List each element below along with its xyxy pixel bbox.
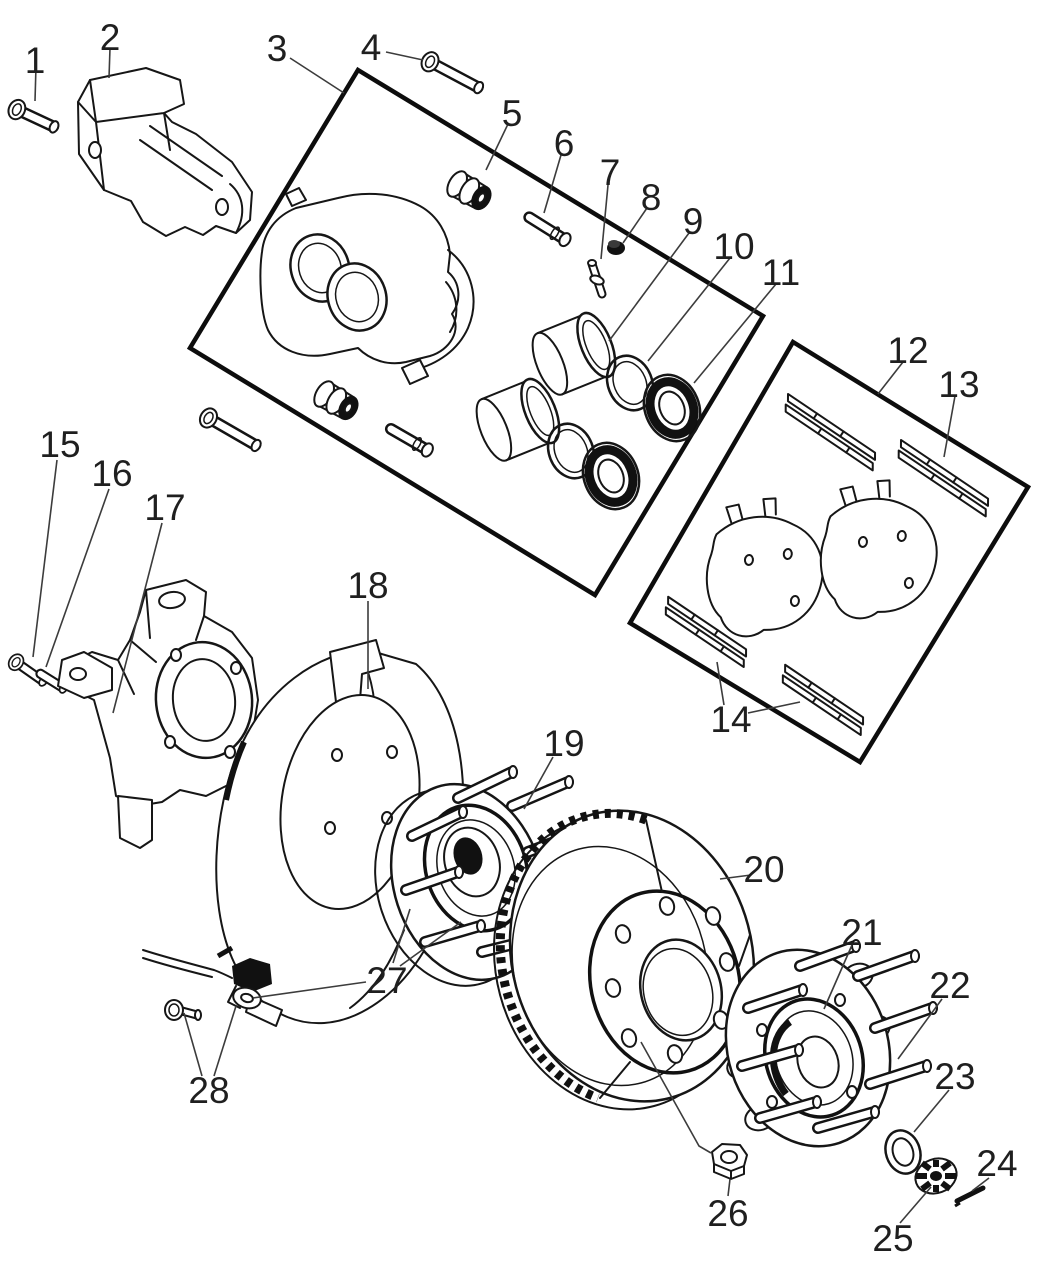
caliper-piston-lower	[475, 377, 561, 462]
brake-caliper	[259, 187, 475, 385]
brake-pad-left	[705, 497, 824, 638]
callout-3: 3	[267, 28, 288, 69]
lug-nut	[711, 1143, 748, 1180]
pad-retainer-clip-top-left	[784, 392, 877, 472]
leader-lines	[32, 47, 990, 1224]
steering-knuckle	[57, 579, 259, 849]
callout-11: 11	[762, 252, 800, 293]
callout-13: 13	[938, 364, 979, 405]
piston-boot-lower	[581, 441, 641, 511]
guide-pin-lower	[384, 423, 434, 458]
callout-8: 8	[641, 177, 662, 218]
brake-pad-right	[819, 479, 938, 620]
callout-16: 16	[91, 453, 132, 494]
callout-7: 7	[600, 152, 621, 193]
callout-22: 22	[929, 965, 970, 1006]
brake-rotor	[493, 808, 756, 1111]
piston-seal-lower	[546, 422, 596, 480]
splash-shield	[215, 639, 465, 1027]
guide-pin-bushing-upper	[446, 170, 492, 211]
pad-retainer-clip-bottom-left	[664, 595, 748, 669]
caliper-kit-box	[186, 66, 767, 599]
guide-pin-bushing-lower	[313, 380, 359, 421]
pad-retainer-clip-top-right	[897, 438, 990, 518]
cotter-pin	[954, 1185, 986, 1208]
callout-12: 12	[887, 330, 928, 371]
callout-23: 23	[934, 1056, 975, 1097]
callout-9: 9	[683, 201, 704, 242]
callout-14: 14	[710, 699, 751, 740]
bleeder-screw	[587, 259, 607, 299]
piston-boot-upper	[642, 373, 702, 443]
callout-21: 21	[841, 912, 882, 953]
callout-labels: 1 2 3 4 5 6 7 8 9 10 11 12 13 14 15 16 1…	[25, 17, 1018, 1259]
bleeder-cap	[607, 240, 625, 255]
callout-6: 6	[554, 123, 575, 164]
rotor-stud-holes	[604, 896, 736, 1064]
callout-28: 28	[188, 1070, 229, 1111]
castellated-spindle-nut	[914, 1157, 958, 1195]
guide-pin-bolt-lower	[198, 407, 262, 453]
callout-20: 20	[743, 849, 784, 890]
brake-pad-kit-box	[626, 338, 1032, 766]
wheel-speed-sensor	[142, 949, 272, 1010]
guide-pin-upper	[523, 211, 572, 248]
spindle-washer	[884, 1129, 922, 1175]
sensor-screw	[164, 999, 202, 1021]
callout-18: 18	[347, 565, 388, 606]
callout-19: 19	[543, 723, 584, 764]
callout-2: 2	[100, 17, 121, 58]
caliper-adapter	[77, 67, 253, 237]
callout-24: 24	[976, 1143, 1017, 1184]
callout-4: 4	[361, 27, 382, 68]
callout-10: 10	[713, 226, 754, 267]
callout-1: 1	[25, 40, 46, 81]
callout-26: 26	[707, 1193, 748, 1234]
callout-25: 25	[872, 1218, 913, 1259]
hub-flange-rear	[724, 939, 938, 1148]
callout-5: 5	[502, 93, 523, 134]
callout-27: 27	[366, 960, 407, 1001]
mounting-bolt-1	[7, 98, 60, 134]
callout-17: 17	[144, 487, 185, 528]
hub-bearing-front	[374, 765, 592, 987]
guide-pin-bolt-upper	[420, 51, 485, 95]
callout-15: 15	[39, 424, 80, 465]
pad-retainer-clip-bottom	[781, 663, 865, 737]
wheel-studs-hub21	[736, 939, 938, 1134]
piston-seal-upper	[605, 354, 655, 412]
